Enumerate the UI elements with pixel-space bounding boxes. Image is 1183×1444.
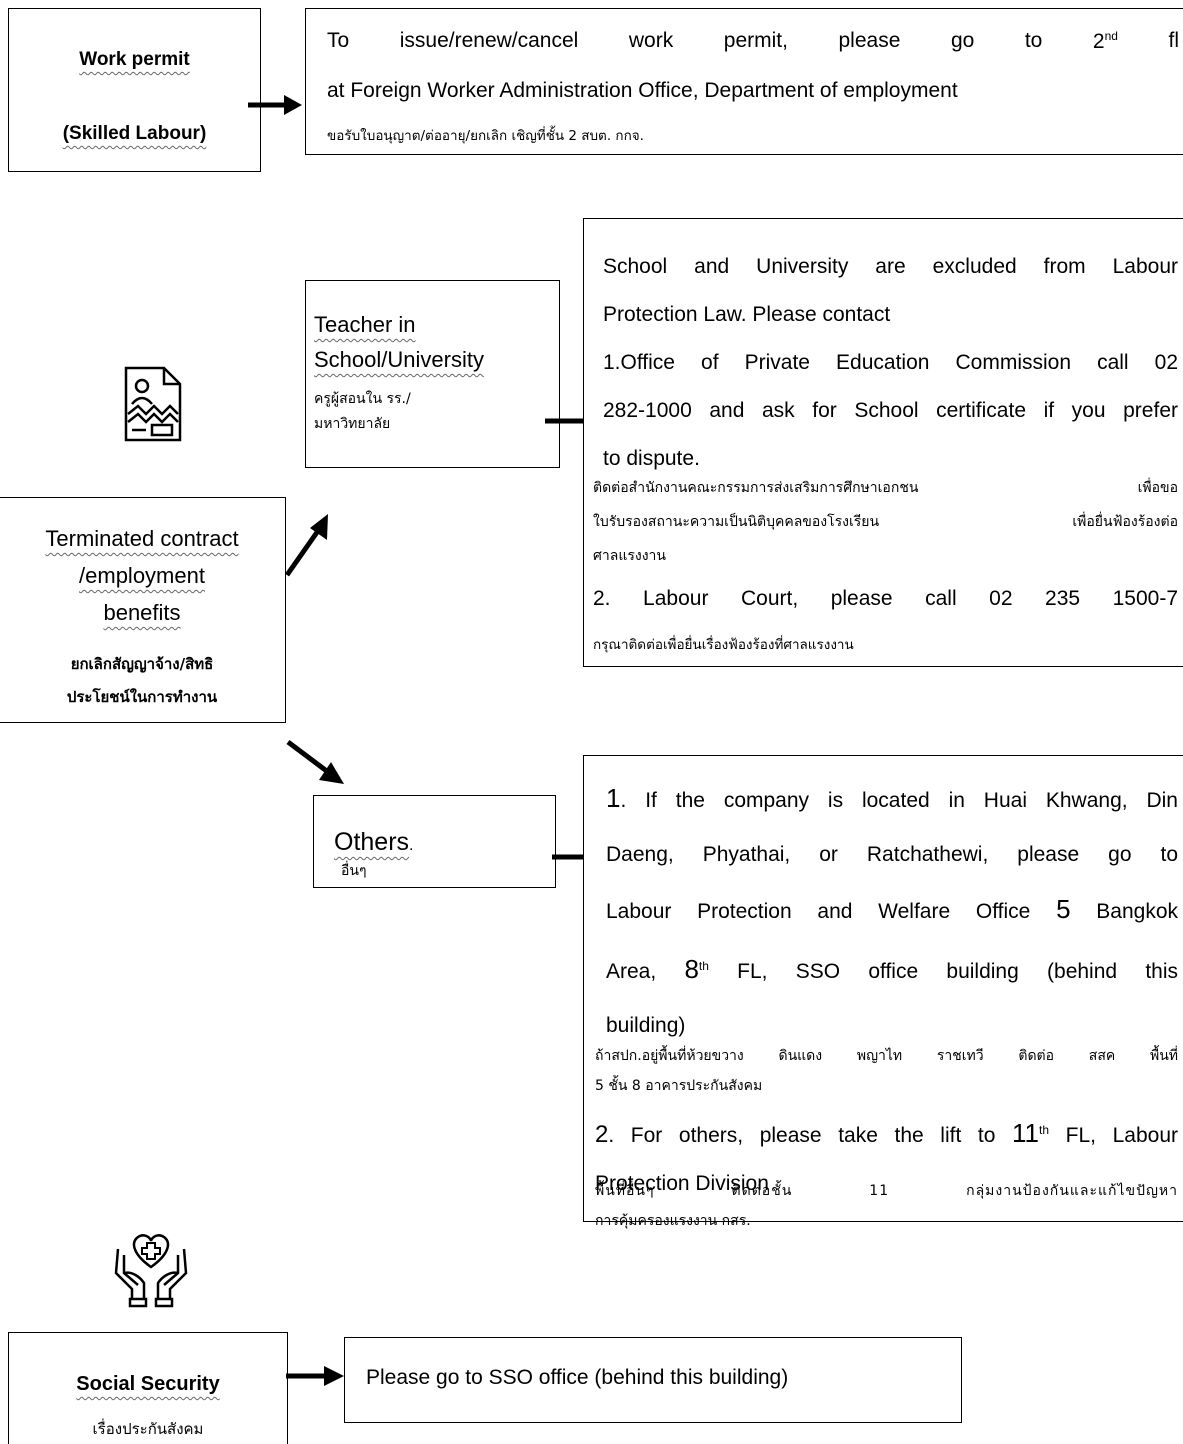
teacher-thai-line2: มหาวิทยาลัย	[314, 416, 391, 432]
school-info-line1: School and University are excluded from …	[603, 255, 1178, 278]
arrow-down-right-icon	[286, 740, 344, 784]
teacher-title-line2: School/University	[314, 347, 484, 372]
others-info-box: 1. If the company is located in Huai Khw…	[583, 755, 1183, 1229]
terminated-contract-box: Terminated contract /employment benefits…	[0, 497, 286, 723]
contract-document-icon	[124, 366, 182, 442]
others-info-line3: Labour Protection and Welfare Office 5 B…	[606, 894, 1179, 924]
terminated-title-line2: /employment	[79, 563, 205, 588]
others-info-line6: 2. For others, please take the lift to 1…	[595, 1118, 1178, 1148]
arrow-right-icon	[248, 95, 302, 115]
school-info-line6: 2. Labour Court, please call 02 235 1500…	[593, 587, 1178, 610]
work-permit-info-line1: To issue/renew/cancel work permit, pleas…	[327, 29, 1179, 53]
work-permit-box: Work permit (Skilled Labour)	[8, 8, 261, 172]
social-security-thai: เรื่องประกันสังคม	[92, 1420, 204, 1438]
arrow-up-right-icon	[284, 514, 328, 577]
others-info-line1: 1. If the company is located in Huai Khw…	[606, 783, 1178, 813]
hands-heart-care-icon	[114, 1234, 188, 1308]
others-title: Others	[334, 828, 410, 856]
school-info-thai1: ติดต่อสำนักงานคณะกรรมการส่งเสริมการศึกษา…	[593, 480, 1178, 496]
others-info-thai4: การคุ้มครองแรงงาน กสร.	[595, 1213, 751, 1229]
social-security-title: Social Security	[76, 1373, 220, 1395]
school-info-thai2: ใบรับรองสถานะความเป็นนิติบุคคลของโรงเรีย…	[593, 514, 1178, 530]
others-info-line2: Daeng, Phyathai, or Ratchathewi, please …	[606, 843, 1178, 866]
school-info-thai4: กรุณาติดต่อเพื่อยื่นเรื่องฟ้องร้องที่ศาล…	[593, 637, 854, 653]
others-info-thai1: ถ้าสปก.อยู่พื้นที่ห้วยขวาง ดินแดง พญาไท …	[595, 1048, 1178, 1064]
others-info-line5: building)	[606, 1014, 686, 1037]
others-info-thai3: พื้นที่อื่นๆ ติดต่อชั้น 11 กลุ่มงานป้องก…	[595, 1183, 1178, 1199]
work-permit-subtitle: (Skilled Labour)	[62, 123, 207, 144]
terminated-thai-line2: ประโยชน์ในการทำงาน	[66, 688, 218, 706]
teacher-box: Teacher in School/University ครูผู้สอนใน…	[305, 280, 560, 468]
others-info-thai2: 5 ชั้น 8 อาคารประกันสังคม	[595, 1078, 763, 1094]
school-info-box: School and University are excluded from …	[583, 218, 1183, 667]
others-thai: อื่นๆ	[341, 863, 367, 879]
others-info-line7: Protection Division	[595, 1172, 769, 1195]
teacher-title-line1: Teacher in	[314, 312, 416, 337]
work-permit-info-thai: ขอรับใบอนุญาต/ต่ออายุ/ยกเลิก เชิญที่ชั้น…	[327, 128, 644, 144]
social-security-info-box: Please go to SSO office (behind this bui…	[344, 1337, 962, 1423]
work-permit-title: Work permit	[79, 49, 190, 70]
work-permit-info-box: To issue/renew/cancel work permit, pleas…	[305, 8, 1183, 155]
arrow-right-icon	[286, 1366, 344, 1386]
terminated-title-line1: Terminated contract	[45, 526, 239, 551]
social-security-info: Please go to SSO office (behind this bui…	[366, 1366, 789, 1389]
school-info-line4: 282-1000 and ask for School certificate …	[603, 399, 1178, 422]
school-info-line3: 1.Office of Private Education Commission…	[603, 351, 1178, 374]
terminated-title-line3: benefits	[103, 600, 181, 625]
school-info-thai3: ศาลแรงงาน	[593, 548, 666, 564]
terminated-thai-line1: ยกเลิกสัญญาจ้าง/สิทธิ	[70, 655, 214, 673]
others-box: Others. อื่นๆ	[313, 795, 556, 888]
others-info-line4: Area, 8th FL, SSO office building (behin…	[606, 954, 1178, 984]
school-info-line2: Protection Law. Please contact	[603, 303, 891, 326]
social-security-box: Social Security เรื่องประกันสังคม	[8, 1332, 288, 1444]
work-permit-info-line2: at Foreign Worker Administration Office,…	[327, 79, 958, 102]
school-info-line5: to dispute.	[603, 447, 700, 470]
teacher-thai-line1: ครูผู้สอนใน รร./	[314, 391, 411, 407]
